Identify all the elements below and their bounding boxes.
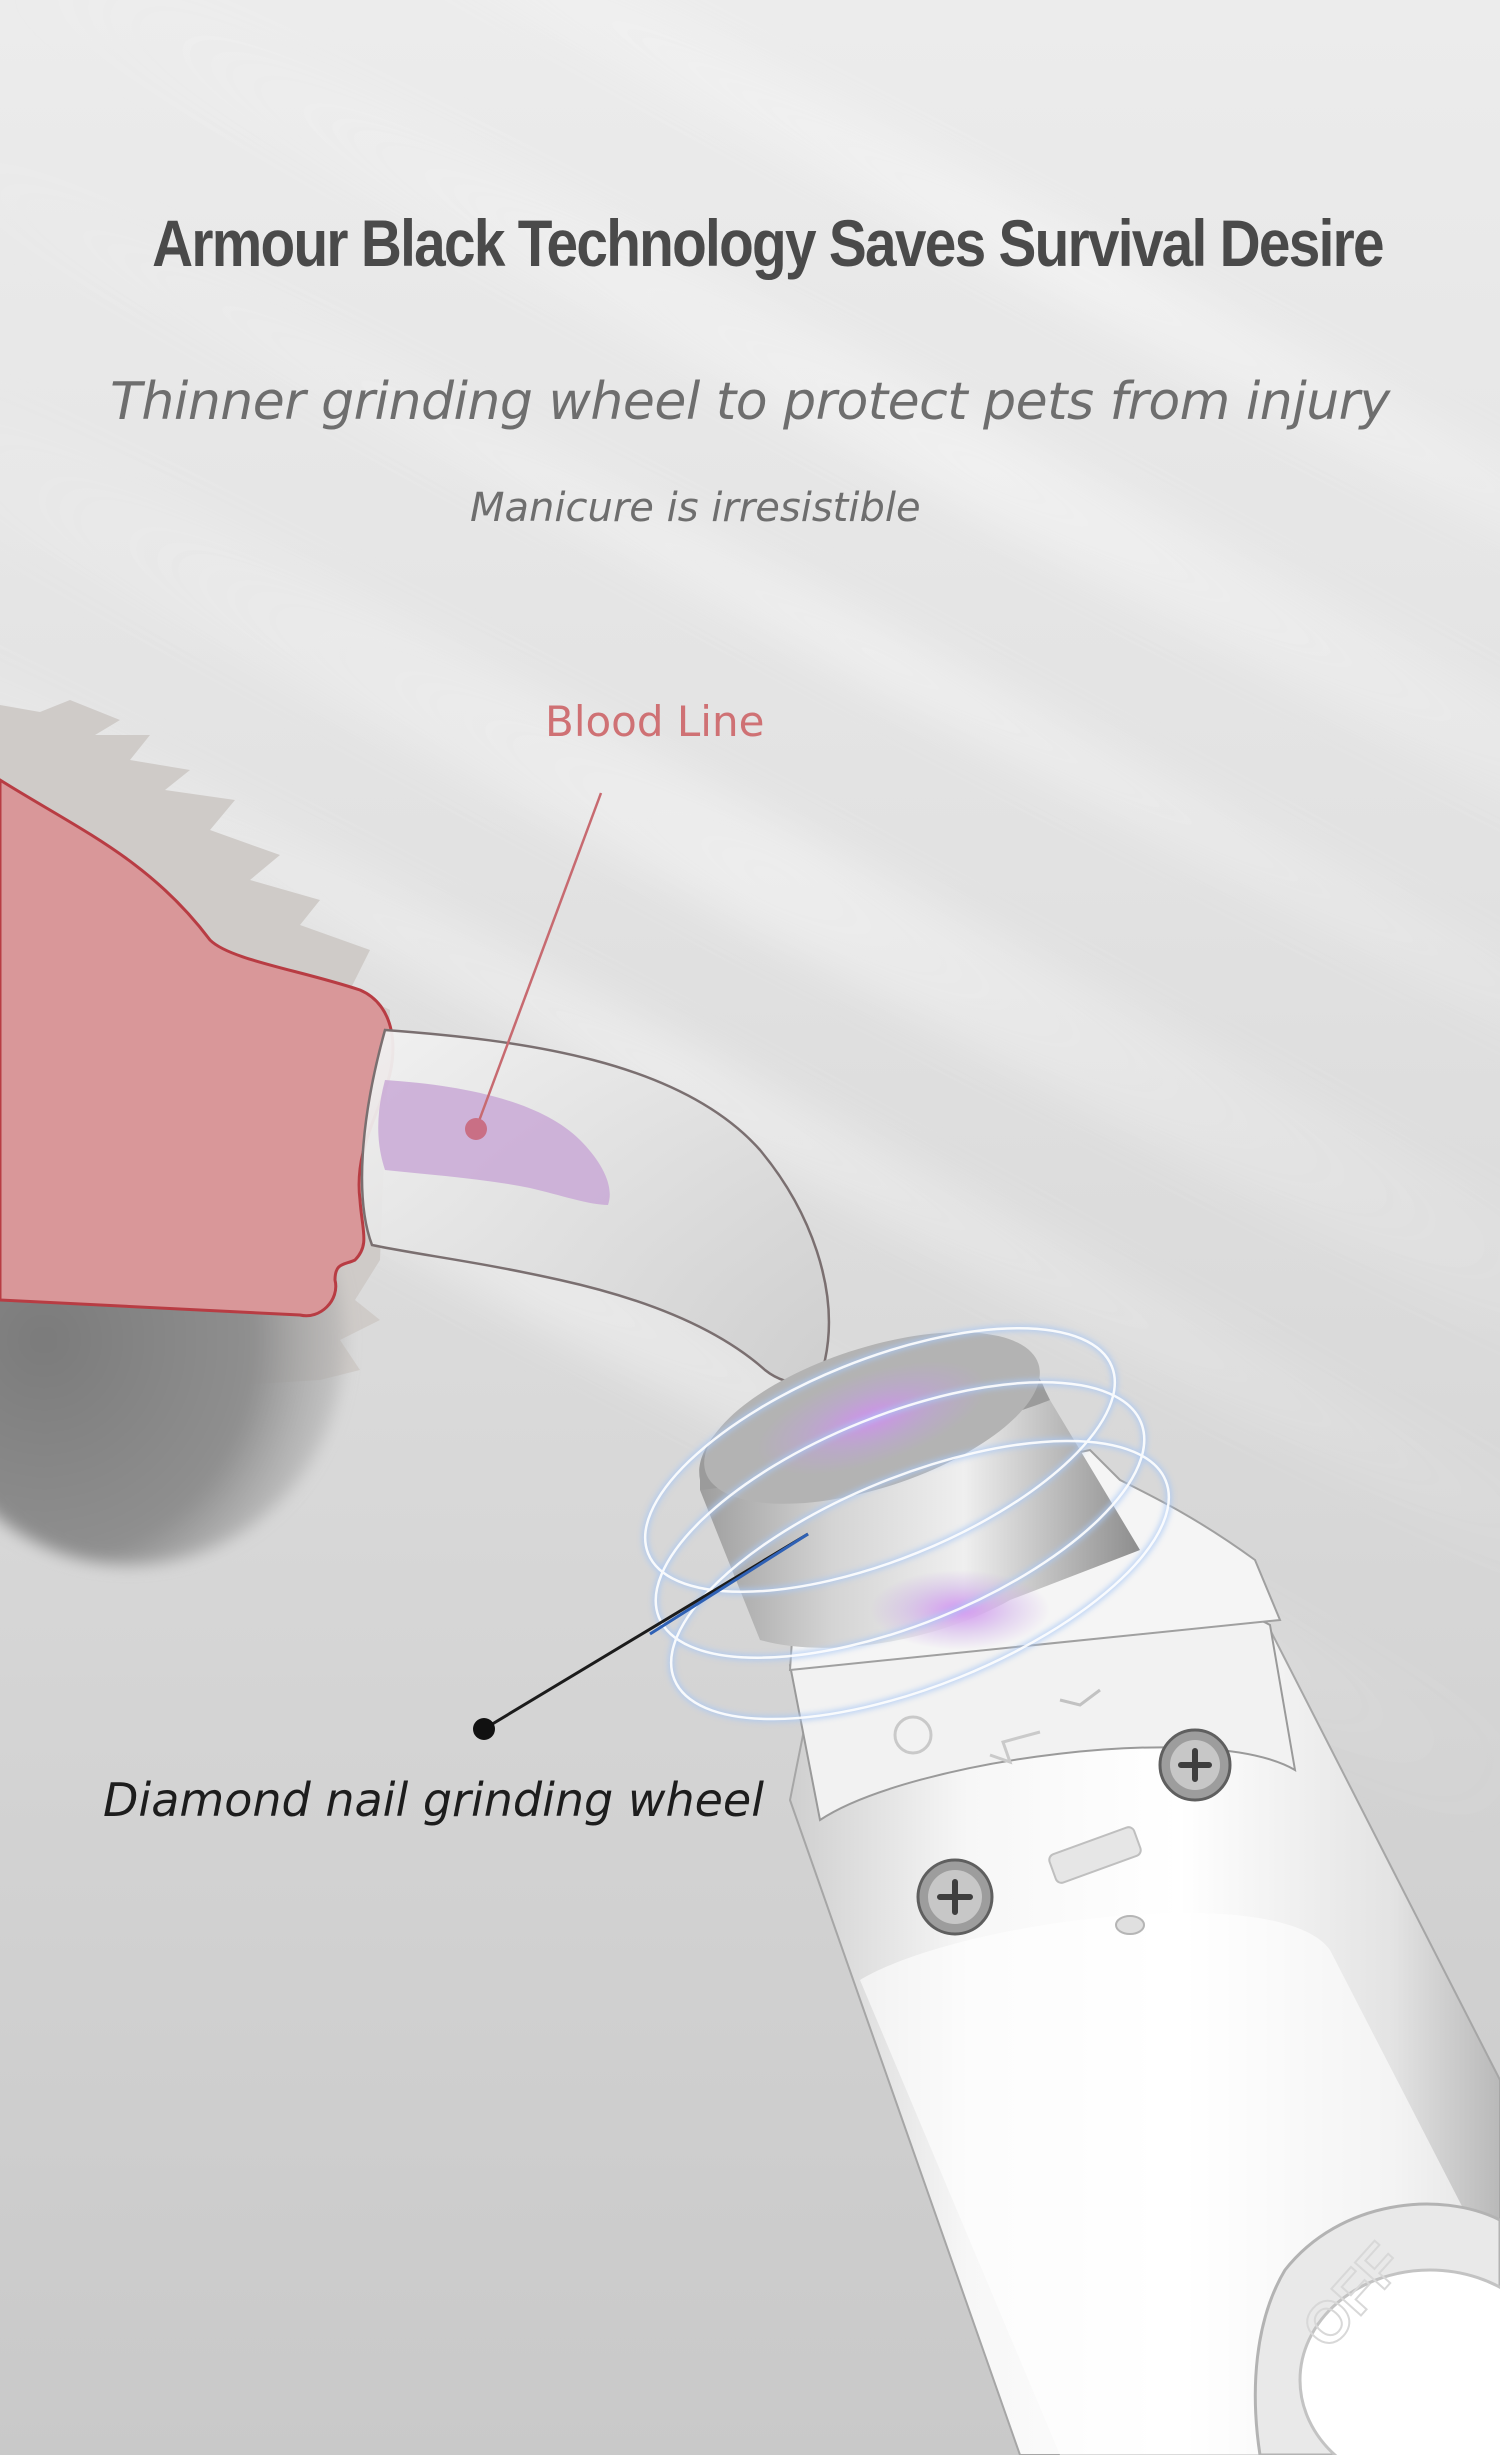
screw-icon bbox=[1158, 1728, 1232, 1802]
power-switch: OFF bbox=[1253, 2202, 1500, 2455]
grinding-wheel bbox=[642, 1325, 1172, 1723]
blood-line-label: Blood Line bbox=[545, 697, 765, 746]
screw-icon bbox=[916, 1858, 994, 1936]
page-title: Armour Black Technology Saves Survival D… bbox=[152, 206, 1384, 280]
grinding-wheel-dot bbox=[473, 1718, 495, 1740]
page-subtitle: Thinner grinding wheel to protect pets f… bbox=[110, 372, 1390, 432]
blood-line-leader bbox=[474, 792, 603, 1130]
grinding-wheel-label: Diamond nail grinding wheel bbox=[103, 1773, 765, 1827]
blood-line-dot bbox=[465, 1118, 487, 1140]
nail-quick bbox=[378, 1080, 610, 1205]
page-tagline: Manicure is irresistible bbox=[470, 485, 921, 531]
